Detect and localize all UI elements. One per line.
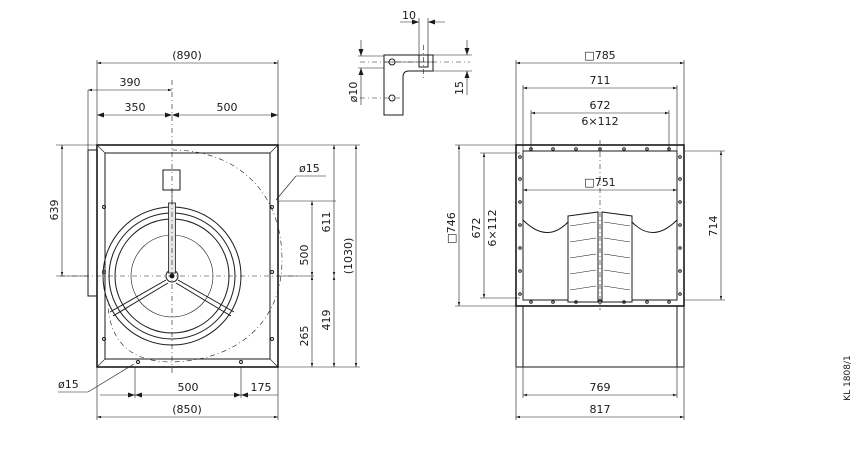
strut-left xyxy=(109,279,167,313)
dim-side-817: 817 xyxy=(590,403,611,416)
dim-side-672: 672 xyxy=(590,99,611,112)
dim-front-500-vert: 500 xyxy=(298,245,311,266)
detail-view: 10 ø10 15 xyxy=(347,9,472,116)
dim-front-350: 350 xyxy=(125,101,146,114)
callout-hole-top: ø15 xyxy=(299,162,320,175)
dim-front-419: 419 xyxy=(320,310,333,331)
dim-front-639: 639 xyxy=(48,200,61,221)
dim-side-6x112: 6×112 xyxy=(581,115,618,128)
dim-detail-10: 10 xyxy=(402,9,416,22)
dim-front-500-top: 500 xyxy=(217,101,238,114)
dim-side-785: □785 xyxy=(584,49,615,62)
motor-box xyxy=(162,169,181,191)
dim-side-769: 769 xyxy=(590,381,611,394)
callout-hole-bottom: ø15 xyxy=(58,378,79,391)
side-flange xyxy=(87,149,98,297)
dim-front-390: 390 xyxy=(120,76,141,89)
bracket-profile xyxy=(383,54,434,116)
strut-right xyxy=(177,279,235,313)
dim-front-611: 611 xyxy=(320,212,333,233)
dim-side-746: □746 xyxy=(445,212,458,243)
dim-side-711: 711 xyxy=(590,74,611,87)
scroll-housing xyxy=(107,149,283,363)
dim-front-175: 175 xyxy=(251,381,272,394)
dim-side-6x112-vert: 6×112 xyxy=(486,209,499,246)
dim-detail-15: 15 xyxy=(453,81,466,95)
dim-front-500-bottom: 500 xyxy=(178,381,199,394)
front-view: (890) 390 350 500 500 175 (850) 639 611 … xyxy=(48,49,360,420)
drawing-reference: KL 1808/1 xyxy=(843,355,853,400)
dim-front-850: (850) xyxy=(172,403,202,416)
side-view: □785 711 672 6×112 □751 769 817 □746 672… xyxy=(445,49,725,420)
inlet-contour-right xyxy=(631,219,678,300)
dim-side-672-vert: 672 xyxy=(470,218,483,239)
dim-front-890: (890) xyxy=(172,49,202,62)
impeller-blades xyxy=(567,211,633,303)
dim-front-265: 265 xyxy=(298,326,311,347)
dim-side-751: □751 xyxy=(584,176,615,189)
dim-detail-dia10: ø10 xyxy=(347,82,360,103)
inlet-contour-left xyxy=(522,219,569,300)
front-frame xyxy=(96,144,279,368)
dim-side-714: 714 xyxy=(707,216,720,237)
front-frame-inner xyxy=(104,152,271,360)
dim-front-1030: (1030) xyxy=(342,238,355,275)
